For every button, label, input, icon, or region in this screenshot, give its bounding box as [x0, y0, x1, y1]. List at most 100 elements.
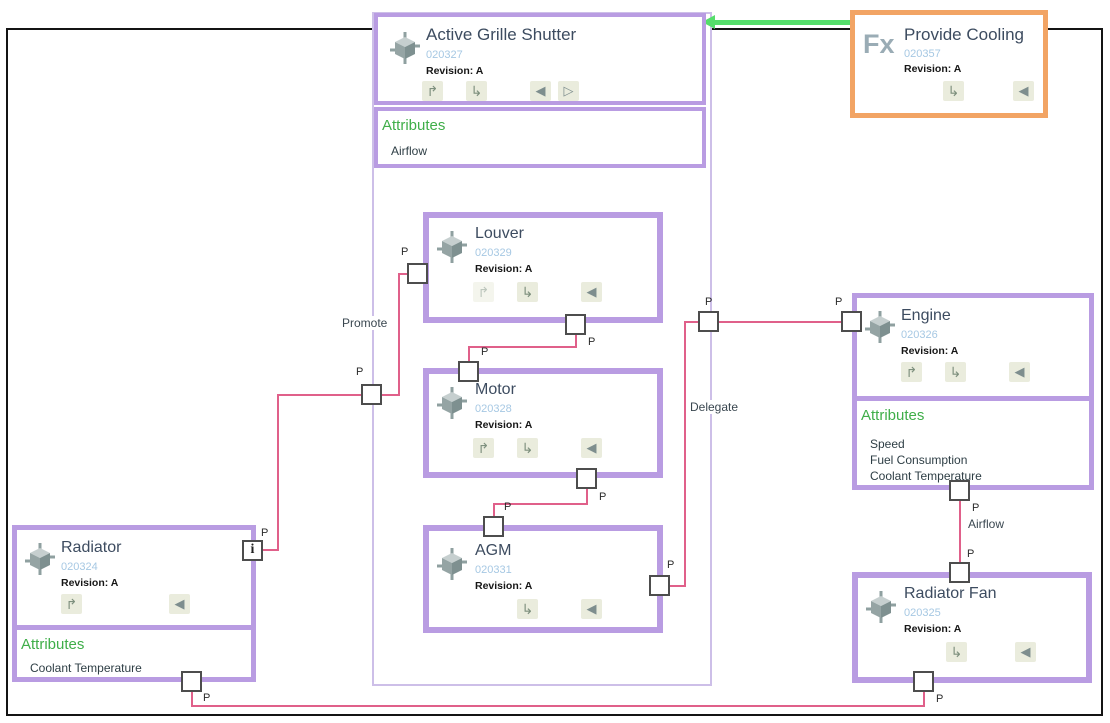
flow-arrow-line[interactable] — [714, 20, 850, 25]
part-cube-icon — [388, 31, 422, 65]
block-radiator-fan[interactable]: Radiator Fan 020325 Revision: A ↳ ◀ — [852, 572, 1092, 683]
connector-label-promote: Promote — [341, 316, 389, 330]
port-label: P — [972, 502, 980, 514]
port-radiator-bottom[interactable] — [181, 671, 202, 692]
attributes-panel-engine: Attributes Speed Fuel Consumption Coolan… — [857, 401, 1089, 485]
attributes-panel-active-grille-shutter: Attributes Airflow — [374, 107, 706, 168]
attribute-item: Airflow — [391, 144, 428, 158]
port-agm-right[interactable] — [649, 575, 670, 596]
attributes-heading: Attributes — [382, 117, 446, 134]
connector-louver-motor[interactable] — [575, 334, 577, 348]
promote-icon[interactable]: ↱ — [473, 282, 494, 302]
part-cube-icon — [864, 590, 898, 624]
block-id: 020329 — [475, 247, 512, 259]
block-title: Active Grille Shutter — [426, 25, 577, 44]
promote-icon[interactable]: ↱ — [473, 438, 494, 458]
block-revision: Revision: A — [901, 345, 959, 357]
block-provide-cooling[interactable]: Fx Provide Cooling 020357 Revision: A ↳ … — [850, 10, 1048, 118]
promote-icon[interactable]: ↱ — [61, 594, 82, 614]
connector-promote[interactable] — [262, 549, 279, 551]
delegate-icon[interactable]: ↳ — [943, 81, 964, 101]
connector-delegate[interactable] — [684, 321, 686, 587]
block-title: Engine — [901, 307, 951, 324]
block-motor[interactable]: Motor 020328 Revision: A ↱ ↳ ◀ — [423, 368, 663, 478]
connector-promote[interactable] — [398, 273, 409, 275]
connector-promote[interactable] — [277, 394, 362, 396]
port-engine-left[interactable] — [841, 311, 862, 332]
port-container-left[interactable] — [361, 384, 382, 405]
port-container-right[interactable] — [698, 311, 719, 332]
block-title: Radiator Fan — [904, 585, 997, 602]
delegate-icon[interactable]: ↳ — [517, 282, 538, 302]
port-radiator-interface[interactable]: i — [242, 540, 263, 561]
port-label: P — [504, 501, 512, 513]
connector-louver-motor[interactable] — [468, 346, 470, 362]
port-louver-bottom[interactable] — [565, 314, 586, 335]
block-revision: Revision: A — [904, 623, 962, 635]
part-cube-icon — [435, 230, 469, 264]
block-id: 020328 — [475, 403, 512, 415]
block-id: 020326 — [901, 329, 938, 341]
port-engine-bottom[interactable] — [949, 480, 970, 501]
nav-left-icon[interactable]: ◀ — [581, 438, 602, 458]
port-label: P — [481, 346, 489, 358]
connector-delegate[interactable] — [718, 321, 842, 323]
block-title: Radiator — [61, 539, 122, 556]
port-label: P — [705, 296, 713, 308]
port-radiator-fan-bottom[interactable] — [913, 671, 934, 692]
nav-left-icon[interactable]: ◀ — [530, 81, 551, 101]
block-revision: Revision: A — [475, 580, 533, 592]
port-motor-bottom[interactable] — [576, 468, 597, 489]
connector-motor-agm[interactable] — [586, 488, 588, 505]
nav-left-icon[interactable]: ◀ — [1009, 362, 1030, 382]
nav-left-icon[interactable]: ◀ — [581, 599, 602, 619]
connector-promote[interactable] — [398, 273, 400, 395]
connector-delegate[interactable] — [670, 585, 686, 587]
block-active-grille-shutter[interactable]: Active Grille Shutter 020327 Revision: A… — [374, 13, 706, 105]
connector-motor-agm[interactable] — [493, 503, 588, 505]
nav-left-icon[interactable]: ◀ — [169, 594, 190, 614]
connector-promote[interactable] — [277, 394, 279, 551]
block-radiator[interactable]: Radiator 020324 Revision: A ↱ ◀ Attribut… — [12, 525, 256, 682]
delegate-icon[interactable]: ↳ — [946, 642, 967, 662]
port-radiator-fan-top[interactable] — [949, 562, 970, 583]
nav-left-icon[interactable]: ◀ — [1015, 642, 1036, 662]
connector-airflow[interactable] — [959, 500, 961, 564]
attributes-heading: Attributes — [861, 407, 925, 424]
nav-left-icon[interactable]: ◀ — [581, 282, 602, 302]
block-engine[interactable]: Engine 020326 Revision: A ↱ ↳ ◀ Attribut… — [852, 293, 1094, 490]
part-cube-icon — [863, 310, 897, 344]
part-cube-icon — [435, 386, 469, 420]
port-label: P — [967, 548, 975, 560]
connector-delegate[interactable] — [684, 321, 699, 323]
block-revision: Revision: A — [475, 419, 533, 431]
nav-right-icon[interactable]: ▷ — [558, 81, 579, 101]
block-id: 020325 — [904, 607, 941, 619]
connector-promote[interactable] — [381, 394, 400, 396]
port-louver-left[interactable] — [407, 263, 428, 284]
delegate-icon[interactable]: ↳ — [466, 81, 487, 101]
port-label: P — [667, 559, 675, 571]
delegate-icon[interactable]: ↳ — [517, 599, 538, 619]
delegate-icon[interactable]: ↳ — [517, 438, 538, 458]
port-label: P — [203, 692, 211, 704]
block-title: Motor — [475, 381, 516, 398]
block-revision: Revision: A — [904, 63, 962, 75]
port-agm-top[interactable] — [483, 516, 504, 537]
promote-icon[interactable]: ↱ — [422, 81, 443, 101]
delegate-icon[interactable]: ↳ — [945, 362, 966, 382]
nav-left-icon[interactable]: ◀ — [1013, 81, 1034, 101]
port-motor-top[interactable] — [458, 361, 479, 382]
connector-radiator-fan[interactable] — [191, 705, 925, 707]
port-label: P — [401, 246, 409, 258]
connector-radiator-fan[interactable] — [923, 691, 925, 707]
connector-radiator-fan[interactable] — [191, 691, 193, 707]
connector-louver-motor[interactable] — [468, 346, 577, 348]
block-revision: Revision: A — [475, 263, 533, 275]
promote-icon[interactable]: ↱ — [901, 362, 922, 382]
block-louver[interactable]: Louver 020329 Revision: A ↱ ↳ ◀ — [423, 212, 663, 323]
attribute-item: Coolant Temperature — [870, 469, 982, 483]
block-agm[interactable]: AGM 020331 Revision: A ↳ ◀ — [423, 525, 663, 633]
connector-motor-agm[interactable] — [493, 503, 495, 517]
